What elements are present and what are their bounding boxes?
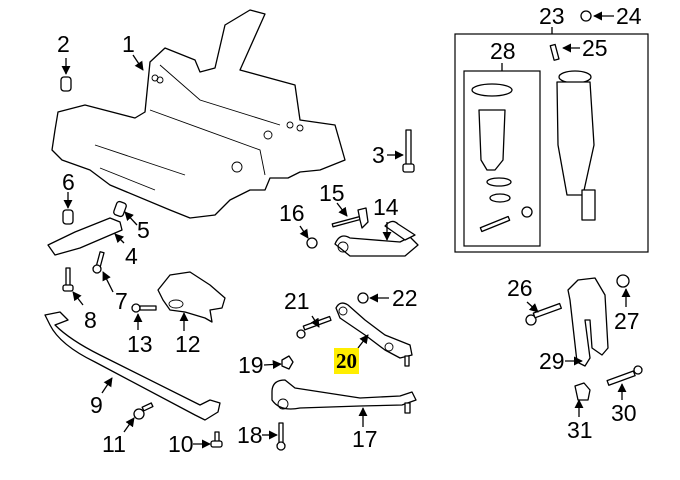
nut-19-part[interactable] [281,355,294,370]
bushing-6-part[interactable] [62,209,74,225]
bushing-5-part[interactable] [113,200,127,218]
callout-21[interactable]: 21 [284,288,310,314]
callout-5[interactable]: 5 [137,217,150,243]
bolt-8-part[interactable] [62,267,74,292]
bolt-15-part[interactable] [331,207,369,229]
callout-17[interactable]: 17 [352,426,378,452]
callout-23[interactable]: 23 [539,3,565,29]
mount-bracket-12-part[interactable] [157,271,226,323]
boot-kit-parts[interactable] [471,83,533,233]
leader-lines [61,11,631,449]
lower-control-arm-20-part[interactable] [335,302,413,359]
callout-15[interactable]: 15 [319,180,345,206]
callout-28[interactable]: 28 [490,38,516,64]
nut-22-part[interactable] [357,292,369,304]
upper-control-arm-14-part[interactable] [334,235,419,257]
knuckle-bracket-29-part[interactable] [567,277,609,367]
callout-2[interactable]: 2 [57,31,70,57]
crossmember-part[interactable] [51,9,346,219]
callout-8[interactable]: 8 [84,307,97,333]
callout-13[interactable]: 13 [127,331,153,357]
callout-6[interactable]: 6 [62,169,75,195]
bolt-18-part[interactable] [276,422,286,451]
callout-30[interactable]: 30 [611,400,637,426]
stabilizer-bar-part[interactable] [44,311,221,421]
bushing-2-part[interactable] [60,76,72,92]
callout-26[interactable]: 26 [507,275,533,301]
callout-11[interactable]: 11 [102,431,126,457]
nut-16-part[interactable] [306,237,318,249]
callout-18[interactable]: 18 [237,422,263,448]
nut-24-part[interactable] [580,10,592,22]
lower-control-arm-17-part[interactable] [271,379,417,410]
bolt-10-part[interactable] [210,431,223,448]
callout-4[interactable]: 4 [125,243,138,269]
bolt-26-part[interactable] [525,302,562,326]
nut-31-part[interactable] [574,382,591,401]
callout-7[interactable]: 7 [115,288,128,314]
callout-9[interactable]: 9 [90,392,103,418]
callout-27[interactable]: 27 [614,308,640,334]
callout-1[interactable]: 1 [122,31,135,57]
bolt-25-part[interactable] [549,43,560,61]
callout-14[interactable]: 14 [373,194,399,220]
callout-10[interactable]: 10 [168,431,194,457]
callout-29[interactable]: 29 [539,348,565,374]
callout-16[interactable]: 16 [279,200,305,226]
bolt-30-part[interactable] [606,365,643,386]
callout-22[interactable]: 22 [392,285,418,311]
callout-25[interactable]: 25 [582,35,608,61]
bolt-13-part[interactable] [131,303,157,313]
bolt-7-part[interactable] [92,251,105,274]
callout-12[interactable]: 12 [175,331,201,357]
callout-19[interactable]: 19 [238,352,264,378]
callout-20-highlighted[interactable]: 20 [334,348,359,374]
callout-3[interactable]: 3 [372,142,385,168]
bracket-4-part[interactable] [47,217,123,256]
air-strut-part[interactable] [556,70,596,221]
bolt-3-part[interactable] [402,129,415,173]
callout-31[interactable]: 31 [567,417,593,443]
callout-24[interactable]: 24 [616,3,642,29]
bolt-11-part[interactable] [133,402,154,420]
nut-27-part[interactable] [616,274,630,288]
